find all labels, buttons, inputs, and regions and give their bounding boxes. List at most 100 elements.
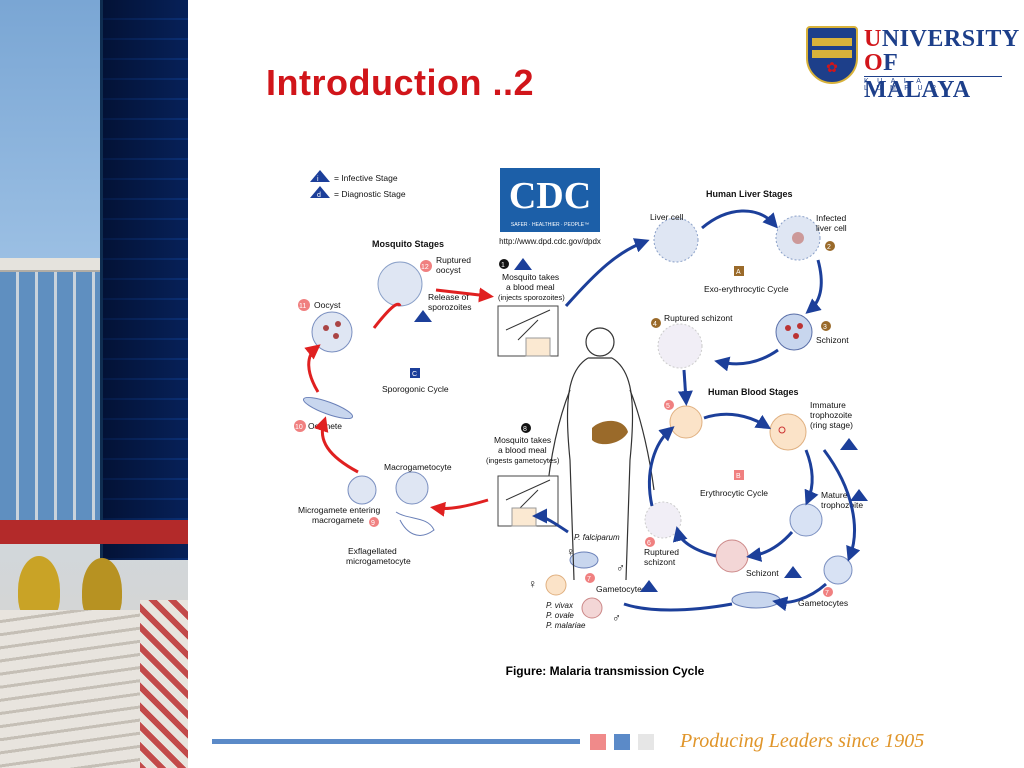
liver-organ-icon	[592, 420, 628, 445]
svg-text:Exflagellated: Exflagellated	[348, 546, 397, 556]
ookinete	[302, 396, 354, 420]
diagnostic-triangle-icon	[784, 566, 802, 578]
university-crest-icon: ✿	[806, 26, 858, 84]
falciparum-gametocyte	[731, 591, 781, 609]
university-logo: ✿ UNIVERSITY OF MALAYA KUALA LUMPUR	[806, 26, 1019, 103]
cdc-logo: CDC SAFER · HEALTHIER · PEOPLE™ http://w…	[499, 168, 601, 246]
cdc-logo-box	[500, 168, 600, 232]
svg-text:P. vivax: P. vivax	[546, 601, 574, 610]
svg-text:Ruptured schizont: Ruptured schizont	[664, 313, 733, 323]
svg-text:A: A	[736, 269, 741, 276]
svg-text:(ingests gametocytes): (ingests gametocytes)	[486, 456, 560, 465]
svg-text:2: 2	[827, 244, 831, 251]
svg-text:7: 7	[587, 576, 591, 583]
campus-building-photo	[0, 0, 188, 768]
svg-text:Infected: Infected	[816, 213, 847, 223]
svg-text:SAFER · HEALTHIER · PEOPLE™: SAFER · HEALTHIER · PEOPLE™	[511, 222, 589, 228]
diagnostic-triangle-icon	[840, 438, 858, 450]
svg-text:trophozoite: trophozoite	[821, 500, 863, 510]
svg-text:a blood meal: a blood meal	[506, 282, 555, 292]
infective-triangle-icon	[310, 170, 330, 182]
ruptured-blood-schizont	[644, 501, 682, 539]
svg-text:1: 1	[501, 262, 505, 269]
svg-text:4: 4	[653, 321, 657, 328]
blood-merozoite-cell	[669, 405, 703, 439]
svg-text:a blood meal: a blood meal	[498, 445, 547, 455]
diagnostic-triangle-icon	[850, 489, 868, 501]
logo-line-1: UNIVERSITY	[864, 26, 1020, 52]
svg-text:3: 3	[823, 324, 827, 331]
legend: i = Infective Stage d = Diagnostic Stage	[310, 170, 406, 199]
svg-text:P. malariae: P. malariae	[546, 621, 586, 630]
svg-text:(injects sporozoites): (injects sporozoites)	[498, 293, 565, 302]
svg-text:♀: ♀	[528, 577, 537, 591]
svg-text:Liver cell: Liver cell	[650, 212, 684, 222]
svg-text:10: 10	[295, 424, 303, 431]
svg-text:♂: ♂	[612, 611, 621, 625]
svg-text:P. ovale: P. ovale	[546, 611, 574, 620]
sporogonic-cycle-label: Sporogonic Cycle	[382, 384, 449, 394]
svg-text:sporozoites: sporozoites	[428, 302, 471, 312]
svg-text:oocyst: oocyst	[436, 265, 461, 275]
svg-text:5: 5	[666, 403, 670, 410]
infective-triangle-icon	[514, 258, 532, 270]
svg-text:Oocyst: Oocyst	[314, 300, 341, 310]
svg-text:12: 12	[421, 264, 429, 271]
blood-stages-heading: Human Blood Stages	[708, 387, 799, 397]
mosquito-stages-heading: Mosquito Stages	[372, 239, 444, 249]
svg-text:= Diagnostic Stage: = Diagnostic Stage	[334, 189, 406, 199]
liver-cell	[653, 217, 699, 263]
footer-square-blue	[614, 734, 630, 750]
microgamete-cell	[347, 475, 377, 505]
blood-gametocyte-cell	[823, 555, 853, 585]
svg-text:B: B	[736, 473, 741, 480]
svg-text:9: 9	[371, 520, 375, 527]
human-body-figure	[545, 327, 655, 581]
oocyst	[311, 311, 353, 353]
infective-triangle-icon	[414, 310, 432, 322]
svg-text:Mosquito takes: Mosquito takes	[502, 272, 559, 282]
svg-text:CDC: CDC	[509, 175, 591, 217]
svg-text:C: C	[412, 371, 417, 378]
svg-text:Macrogametocyte: Macrogametocyte	[384, 462, 452, 472]
liver-stages-heading: Human Liver Stages	[706, 189, 793, 199]
blood-schizont-cell	[715, 539, 749, 573]
svg-text:11: 11	[299, 303, 306, 310]
entrance-canopy	[0, 520, 188, 544]
svg-text:Schizont: Schizont	[746, 568, 779, 578]
diagnostic-triangle-icon	[310, 186, 330, 198]
malaria-cycle-diagram: i = Infective Stage d = Diagnostic Stage…	[294, 168, 868, 630]
svg-text:P. falciparum: P. falciparum	[574, 533, 620, 542]
footer-square-grey	[638, 734, 654, 750]
mature-trophozoite-cell	[789, 503, 823, 537]
svg-text:i: i	[317, 176, 319, 183]
macrogametocyte-cell	[395, 471, 429, 505]
footer-rule	[212, 739, 580, 744]
svg-text:♀: ♀	[566, 545, 575, 559]
svg-text:microgametocyte: microgametocyte	[346, 556, 411, 566]
ruptured-oocyst	[377, 261, 423, 307]
erythrocytic-cycle-label: Erythrocytic Cycle	[700, 488, 768, 498]
ring-stage-cell	[769, 413, 807, 451]
ruptured-liver-schizont	[657, 323, 703, 369]
svg-text:http://www.dpd.cdc.gov/dpdx: http://www.dpd.cdc.gov/dpdx	[499, 237, 601, 246]
svg-text:Ruptured: Ruptured	[644, 547, 679, 557]
building-roof	[0, 258, 124, 272]
footer-tagline: Producing Leaders since 1905	[680, 730, 925, 752]
svg-text:Schizont: Schizont	[816, 335, 849, 345]
svg-text:Immature: Immature	[810, 400, 846, 410]
svg-text:Release of: Release of	[428, 292, 469, 302]
svg-text:schizont: schizont	[644, 557, 676, 567]
glass-tower	[100, 0, 188, 560]
svg-text:Ruptured: Ruptured	[436, 255, 471, 265]
diagnostic-triangle-icon	[640, 580, 658, 592]
svg-text:Mature: Mature	[821, 490, 848, 500]
svg-text:d: d	[317, 192, 321, 199]
svg-text:Gametocytes: Gametocytes	[596, 584, 646, 594]
svg-text:= Infective Stage: = Infective Stage	[334, 173, 398, 183]
svg-text:♂: ♂	[616, 561, 625, 575]
stair-railing	[140, 600, 188, 768]
exo-erythrocytic-cycle-label: Exo-erythrocytic Cycle	[704, 284, 789, 294]
svg-text:Gametocytes: Gametocytes	[798, 598, 848, 608]
svg-text:liver cell: liver cell	[816, 223, 847, 233]
